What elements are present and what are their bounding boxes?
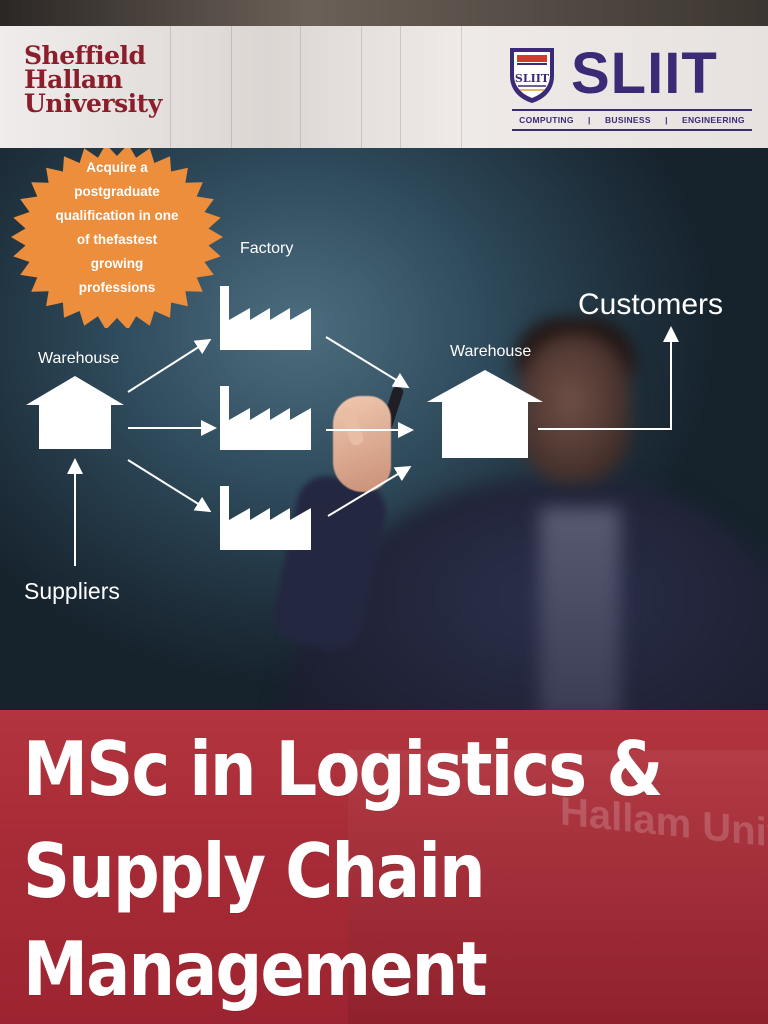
arrow-factory-top-to-warehouse: [325, 336, 410, 389]
tag-business: BUSINESS: [604, 115, 651, 125]
building-facade: [170, 26, 232, 148]
factory-top-icon: [220, 286, 311, 350]
sliit-wordmark: SLIIT: [571, 41, 718, 106]
factory-label: Factory: [240, 240, 294, 257]
warehouse-left-label: Warehouse: [38, 350, 120, 367]
sliit-logo: SLIIT SLIIT COMPUTING | BUSINESS | ENGIN…: [508, 41, 753, 145]
warehouse-right-icon: [427, 370, 543, 458]
shield-text: SLIIT: [515, 72, 550, 85]
arrow-warehouse-to-factory-top: [127, 338, 212, 393]
tag-separator: |: [588, 115, 591, 125]
arrows: [67, 326, 679, 566]
badge-text: Acquire a postgraduate qualification in …: [55, 160, 179, 295]
logo-line-3: University: [24, 89, 162, 118]
tag-computing: COMPUTING: [519, 115, 574, 125]
factory-bottom-icon: [220, 486, 311, 550]
title-banner: Hallam Universi MSc in Logistics & Suppl…: [0, 710, 768, 1024]
title-line-1: MSc in Logistics &: [23, 725, 663, 813]
person-head: [520, 333, 630, 483]
warehouse-left-icon: [26, 376, 124, 449]
sliit-shield-icon: SLIIT: [510, 48, 554, 103]
tag-engineering: ENGINEERING: [682, 115, 745, 125]
customers-label: Customers: [578, 288, 724, 321]
warehouse-right-label: Warehouse: [450, 343, 532, 360]
building-facade: [400, 26, 462, 148]
sheffield-hallam-logo: Sheffield Hallam University: [24, 41, 162, 118]
logo-line-1: Sheffield: [24, 41, 146, 70]
tag-separator: |: [665, 115, 668, 125]
suppliers-label: Suppliers: [24, 578, 120, 604]
logo-line-2: Hallam: [24, 65, 123, 94]
arrow-warehouse-to-customers: [538, 326, 679, 430]
hero-image: Factory Warehouse Warehouse Customers Su…: [0, 148, 768, 710]
factory-middle-icon: [220, 386, 311, 450]
starburst-badge: Acquire a postgraduate qualification in …: [6, 148, 228, 328]
building-facade: [300, 26, 362, 148]
arrow-warehouse-to-factory-bottom: [127, 459, 212, 513]
top-photo-strip: [0, 0, 768, 26]
title-line-2: Supply Chain: [23, 827, 486, 915]
banner-building-photo: [348, 750, 768, 1024]
supply-chain-diagram: [26, 286, 679, 566]
sliit-tagline: COMPUTING | BUSINESS | ENGINEERING: [512, 109, 752, 131]
person-shirt: [540, 508, 620, 710]
starburst-icon: [11, 148, 223, 328]
header-bar: Sheffield Hallam University SLIIT SLIIT …: [0, 26, 768, 148]
arrow-factory-bottom-to-warehouse: [327, 465, 412, 517]
title-line-3: Management: [23, 925, 488, 1013]
